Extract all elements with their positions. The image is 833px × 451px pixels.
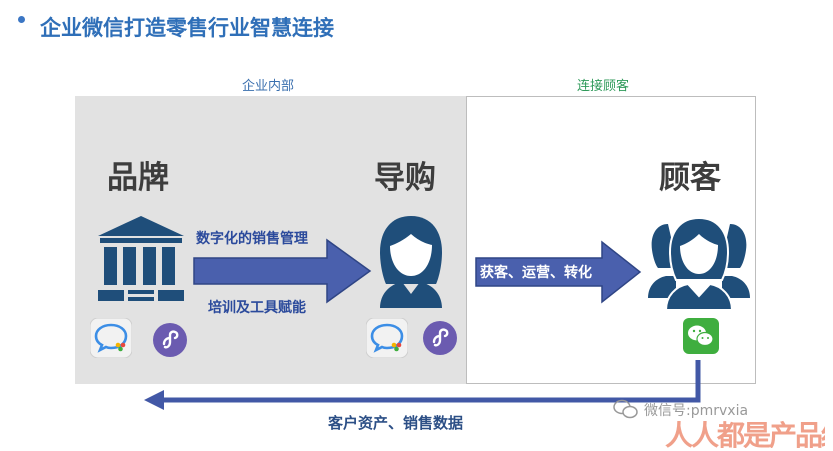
watermark-logo: 人人都是产品经理 [665, 414, 825, 448]
mini-program-icon [423, 321, 457, 355]
wechat-icon [683, 318, 719, 354]
arrow-guide-to-customer [475, 240, 642, 304]
title-bullet [18, 16, 25, 23]
person-icon [380, 216, 442, 308]
node-brand-label: 品牌 [107, 160, 169, 196]
wecom-icon [366, 318, 408, 358]
wechat-watermark-icon [613, 399, 638, 419]
arrow-top-label: 数字化的销售管理 [196, 231, 308, 247]
watermark-account: 微信号:pmrvxia [644, 403, 749, 419]
people-icon [648, 216, 750, 311]
node-guide-label: 导购 [374, 160, 436, 196]
watermark-logo-text: 人人都是产品经理 [665, 419, 825, 448]
bank-icon [98, 216, 184, 301]
return-arrow-label: 客户资产、销售数据 [328, 414, 464, 432]
section-label-internal: 企业内部 [242, 79, 295, 94]
section-label-connect: 连接顾客 [577, 79, 630, 94]
node-customer-label: 顾客 [659, 160, 721, 196]
arrow-brand-to-guide [193, 238, 372, 304]
return-arrow [144, 360, 701, 410]
arrow-bottom-label: 培训及工具赋能 [208, 300, 306, 316]
wecom-icon [90, 318, 132, 358]
arrow-right-label: 获客、运营、转化 [480, 265, 592, 281]
page-title: 企业微信打造零售行业智慧连接 [40, 16, 334, 40]
mini-program-icon [153, 323, 187, 357]
